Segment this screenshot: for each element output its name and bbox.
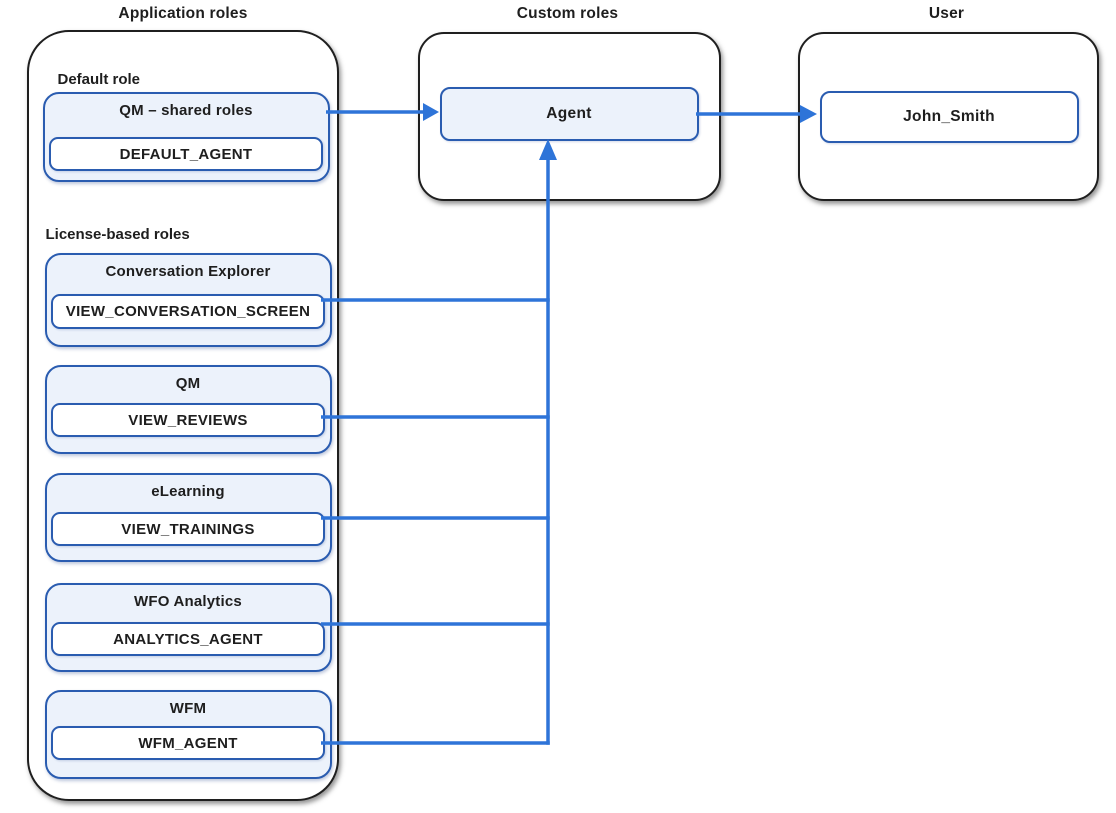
role-group-qm-shared: QM – shared roles DEFAULT_AGENT xyxy=(42,91,330,182)
permission-view-trainings: VIEW_TRAININGS xyxy=(51,512,325,546)
role-group-title: Conversation Explorer xyxy=(105,262,271,280)
application-roles-heading: Application roles xyxy=(118,5,248,22)
default-role-label: Default role xyxy=(57,71,141,88)
role-group-title: QM xyxy=(175,374,201,392)
license-based-roles-label: License-based roles xyxy=(45,226,190,243)
user-container: John_Smith xyxy=(798,32,1099,201)
custom-role-agent-node: Agent xyxy=(439,86,699,141)
role-group-qm: QM VIEW_REVIEWS xyxy=(44,364,332,454)
custom-roles-heading: Custom roles xyxy=(516,5,619,22)
role-group-wfo-analytics: WFO Analytics ANALYTICS_AGENT xyxy=(44,582,332,672)
role-group-conversation-explorer: Conversation Explorer VIEW_CONVERSATION_… xyxy=(44,252,332,347)
permission-view-reviews: VIEW_REVIEWS xyxy=(51,403,325,437)
user-john-smith-node: John_Smith xyxy=(819,90,1079,143)
role-group-title: WFO Analytics xyxy=(134,592,242,610)
permission-view-conversation-screen: VIEW_CONVERSATION_SCREEN xyxy=(51,294,325,329)
permission-default-agent: DEFAULT_AGENT xyxy=(49,137,323,171)
custom-roles-container: Agent xyxy=(418,32,721,201)
role-group-title: WFM xyxy=(169,699,207,717)
permission-analytics-agent: ANALYTICS_AGENT xyxy=(51,622,325,656)
role-group-wfm: WFM WFM_AGENT xyxy=(44,689,332,779)
application-roles-container: Default role QM – shared roles DEFAULT_A… xyxy=(27,30,339,801)
role-group-title: QM – shared roles xyxy=(119,101,253,119)
role-group-title: eLearning xyxy=(151,482,225,500)
permission-wfm-agent: WFM_AGENT xyxy=(51,726,325,760)
user-heading: User xyxy=(928,5,965,22)
role-group-elearning: eLearning VIEW_TRAININGS xyxy=(44,472,332,562)
